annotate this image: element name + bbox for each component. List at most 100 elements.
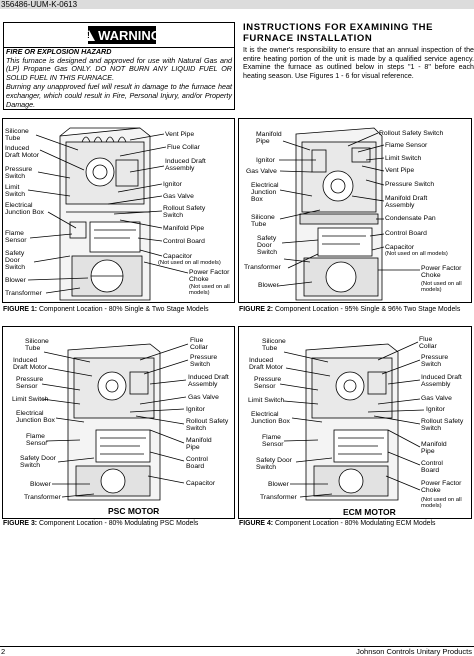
figure-1-caption: FIGURE 1: Component Location - 80% Singl… bbox=[3, 306, 209, 313]
fig2-label-blower: Blower bbox=[258, 282, 279, 289]
page-number: 2 bbox=[1, 647, 6, 656]
figure-3-caption: FIGURE 3: Component Location - 80% Modul… bbox=[3, 520, 198, 527]
fig1-label-flue-collar: Flue Collar bbox=[167, 144, 200, 151]
fig4-label-transformer: Transformer bbox=[260, 494, 297, 501]
fig2-label-ignitor: Ignitor bbox=[256, 157, 275, 164]
fig1-label-safety-door-switch: Safety Door Switch bbox=[5, 250, 26, 272]
section-title-line-1: INSTRUCTIONS FOR EXAMINING THE bbox=[243, 22, 434, 33]
warning-title: FIRE OR EXPLOSION HAZARD bbox=[6, 47, 112, 56]
figure-4-number: FIGURE 4: bbox=[239, 520, 274, 527]
fig2-label-pressure-switch: Pressure Switch bbox=[385, 181, 435, 188]
fig4-label-flame-sensor: Flame Sensor bbox=[262, 434, 284, 449]
figure-1-caption-text: Component Location - 80% Single & Two St… bbox=[39, 306, 209, 313]
warning-badge-label: WARNING bbox=[98, 27, 161, 43]
fig1-label-manifold-pipe: Manifold Pipe bbox=[163, 225, 205, 232]
fig1-label-silicone-tube: Silicone Tube bbox=[5, 128, 29, 143]
fig4-label-rollout-safety-switch: Rollout Safety Switch bbox=[421, 418, 464, 433]
fig3-label-capacitor: Capacitor bbox=[186, 480, 216, 487]
warning-header bbox=[3, 22, 235, 48]
fig4-label-ignitor: Ignitor bbox=[426, 406, 445, 413]
fig3-label-silicone-tube: Silicone Tube bbox=[25, 338, 49, 353]
fig4-label-pressure-switch: Pressure Switch bbox=[421, 354, 449, 369]
section-title-line-2: FURNACE INSTALLATION bbox=[243, 33, 373, 44]
fig4-label-induced-draft-assembly: Induced Draft Assembly bbox=[421, 374, 462, 389]
fig3-label-transformer: Transformer bbox=[24, 494, 61, 501]
fig1-label-flame-sensor: Flame Sensor bbox=[5, 230, 27, 245]
fig3-label-control-board: Control Board bbox=[186, 456, 208, 471]
document-id-header: 356486-UUM-K-0613 bbox=[0, 0, 474, 9]
fig3-label-pressure-switch: Pressure Switch bbox=[190, 354, 218, 369]
fig1-label-gas-valve: Gas Valve bbox=[163, 193, 194, 200]
fig1-label-induced-draft-assembly: Induced Draft Assembly bbox=[165, 158, 206, 173]
warning-paragraph-2: Burning any unapproved fuel will result … bbox=[6, 82, 232, 109]
fig4-label-choke-note: (Not used on all models) bbox=[421, 497, 462, 510]
fig2-label-power-factor-choke: Power Factor Choke bbox=[421, 265, 462, 280]
fig4-label-manifold-pipe: Manifold Pipe bbox=[421, 441, 447, 456]
fig2-label-rollout-safety-switch: Rollout Safety Switch bbox=[379, 130, 444, 137]
section-title: INSTRUCTIONS FOR EXAMINING THE FURNACE I… bbox=[243, 22, 473, 44]
fig3-label-pressure-sensor: Pressure Sensor bbox=[16, 376, 44, 391]
fig3-label-electrical-junction-box: Electrical Junction Box bbox=[16, 410, 55, 425]
fig4-label-safety-door-switch: Safety Door Switch bbox=[256, 457, 292, 472]
fig1-label-vent-pipe: Vent Pipe bbox=[165, 131, 195, 138]
fig1-label-control-board: Control Board bbox=[163, 238, 205, 245]
figure-2-caption: FIGURE 2: Component Location - 95% Singl… bbox=[239, 306, 460, 313]
warning-text: FIRE OR EXPLOSION HAZARD This furnace is… bbox=[6, 47, 232, 110]
fig2-label-transformer: Transformer bbox=[244, 264, 281, 271]
fig3-label-rollout-safety-switch: Rollout Safety Switch bbox=[186, 418, 229, 433]
fig1-label-pressure-switch: Pressure Switch bbox=[5, 166, 33, 181]
fig1-label-ignitor: Ignitor bbox=[163, 181, 182, 188]
figure-4-caption: FIGURE 4: Component Location - 80% Modul… bbox=[239, 520, 435, 527]
fig1-label-induced-draft-motor: Induced Draft Motor bbox=[5, 145, 39, 160]
fig4-label-control-board: Control Board bbox=[421, 460, 443, 475]
fig4-motor-label: ECM MOTOR bbox=[343, 507, 396, 517]
fig3-label-induced-draft-motor: Induced Draft Motor bbox=[13, 357, 47, 372]
section-body: It is the owner's responsibility to ensu… bbox=[243, 46, 474, 80]
warning-triangle-icon: ! bbox=[83, 29, 96, 41]
fig3-label-induced-draft-assembly: Induced Draft Assembly bbox=[188, 374, 229, 389]
fig2-label-limit-switch: Limit Switch bbox=[385, 155, 422, 162]
figure-2-caption-text: Component Location - 95% Single & 96% Tw… bbox=[275, 306, 461, 313]
fig4-label-power-factor-choke: Power Factor Choke bbox=[421, 480, 462, 495]
fig2-label-control-board: Control Board bbox=[385, 230, 427, 237]
fig4-label-limit-switch: Limit Switch bbox=[248, 397, 285, 404]
fig3-label-safety-door-switch: Safety Door Switch bbox=[20, 455, 56, 470]
fig2-label-manifold-pipe: Manifold Pipe bbox=[256, 131, 282, 146]
fig3-motor-label: PSC MOTOR bbox=[108, 506, 160, 516]
fig2-label-choke-note: (Not used on all models) bbox=[421, 281, 462, 294]
figure-1-number: FIGURE 1: bbox=[3, 306, 38, 313]
fig1-label-capacitor-note: (Not used on all models) bbox=[158, 260, 221, 266]
fig1-label-capacitor: Capacitor bbox=[163, 253, 193, 260]
fig4-label-gas-valve: Gas Valve bbox=[421, 395, 452, 402]
fig3-label-limit-switch: Limit Switch bbox=[12, 396, 49, 403]
figure-4-caption-text: Component Location - 80% Modulating ECM … bbox=[275, 520, 436, 527]
fig4-label-flue-collar: Flue Collar bbox=[419, 336, 437, 351]
fig2-label-gas-valve: Gas Valve bbox=[246, 168, 277, 175]
fig3-label-blower: Blower bbox=[30, 481, 51, 488]
fig2-label-capacitor: Capacitor bbox=[385, 244, 415, 251]
fig4-label-electrical-junction-box: Electrical Junction Box bbox=[251, 411, 290, 426]
fig2-label-electrical-junction-box: Electrical Junction Box bbox=[251, 182, 279, 204]
fig3-label-manifold-pipe: Manifold Pipe bbox=[186, 437, 212, 452]
fig2-label-safety-door-switch: Safety Door Switch bbox=[257, 235, 278, 257]
fig2-label-manifold-draft-assembly: Manifold Draft Assembly bbox=[385, 195, 428, 210]
fig1-label-power-factor-choke: Power Factor Choke bbox=[189, 269, 230, 284]
warning-badge: ! WARNING bbox=[83, 26, 161, 44]
fig1-label-limit-switch: Limit Switch bbox=[5, 184, 26, 199]
footer-company: Johnson Controls Unitary Products bbox=[356, 647, 472, 656]
fig1-label-blower: Blower bbox=[5, 277, 26, 284]
fig2-label-silicone-tube: Silicone Tube bbox=[251, 214, 275, 229]
figure-2-number: FIGURE 2: bbox=[239, 306, 274, 313]
fig2-label-capacitor-note: (Not used on all models) bbox=[385, 251, 448, 257]
warning-box bbox=[3, 22, 235, 110]
fig4-label-blower: Blower bbox=[268, 481, 289, 488]
fig3-label-flame-sensor: Flame Sensor bbox=[26, 433, 48, 448]
fig4-label-pressure-sensor: Pressure Sensor bbox=[254, 376, 282, 391]
fig2-label-flame-sensor: Flame Sensor bbox=[385, 142, 428, 149]
fig2-label-condensate-pan: Condensate Pan bbox=[385, 215, 436, 222]
fig2-label-vent-pipe: Vent Pipe bbox=[385, 167, 415, 174]
